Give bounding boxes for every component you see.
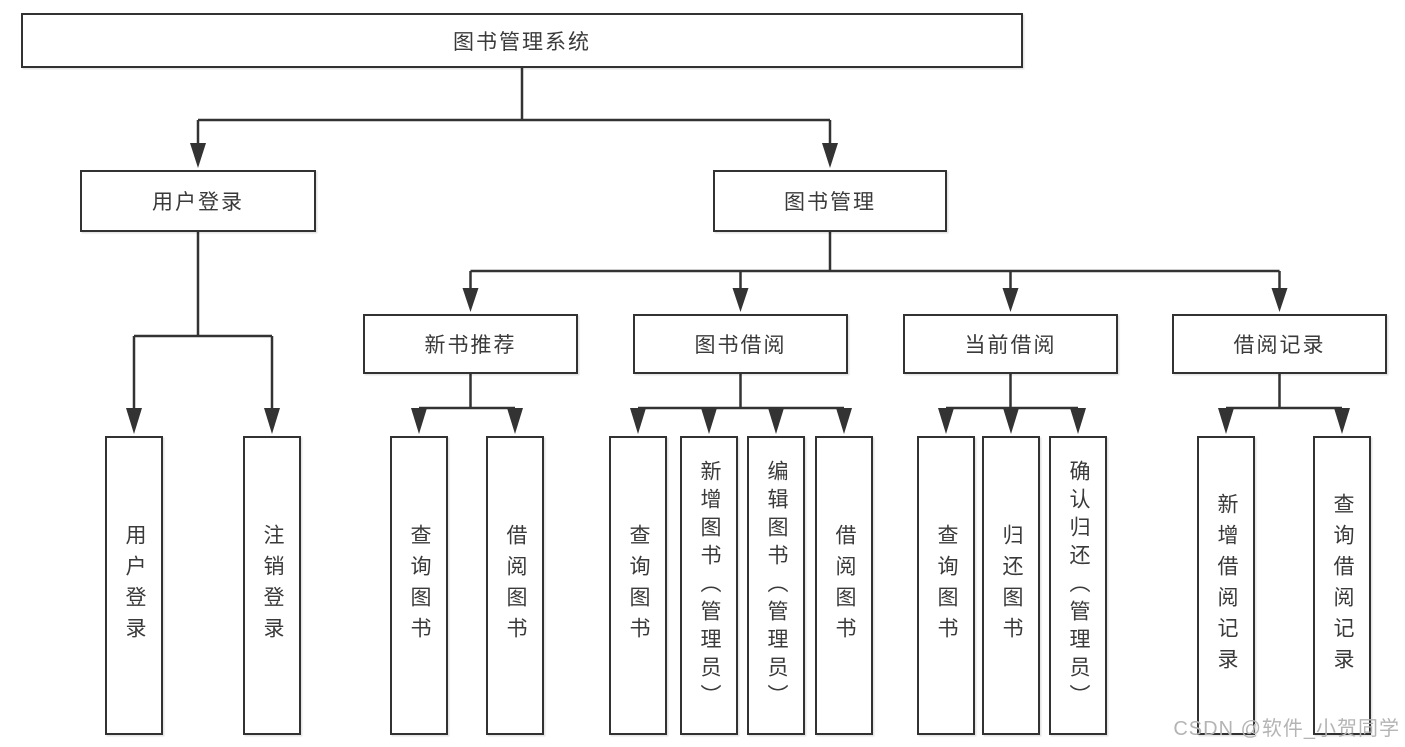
node-book-management: 图书管理 bbox=[713, 170, 947, 232]
node-query-books-recommend: 查询图书 bbox=[390, 436, 448, 735]
node-book-borrowing: 图书借阅 bbox=[633, 314, 848, 374]
node-borrow-books-borrowing: 借阅图书 bbox=[815, 436, 873, 735]
node-logout-leaf: 注销登录 bbox=[243, 436, 301, 735]
node-borrow-books-recommend: 借阅图书 bbox=[486, 436, 544, 735]
csdn-watermark: CSDN @软件_小贺同学 bbox=[1173, 718, 1400, 740]
node-user-login-leaf: 用户登录 bbox=[105, 436, 163, 735]
node-query-borrow-record: 查询借阅记录 bbox=[1313, 436, 1371, 735]
node-query-books-borrowing: 查询图书 bbox=[609, 436, 667, 735]
node-library-management-system: 图书管理系统 bbox=[21, 13, 1023, 68]
node-borrowing-records: 借阅记录 bbox=[1172, 314, 1387, 374]
node-add-borrow-record: 新增借阅记录 bbox=[1197, 436, 1255, 735]
node-user-login: 用户登录 bbox=[80, 170, 316, 232]
node-confirm-return-admin: 确认归还（管理员） bbox=[1049, 436, 1107, 735]
node-query-books-current: 查询图书 bbox=[917, 436, 975, 735]
node-edit-book-admin: 编辑图书（管理员） bbox=[747, 436, 805, 735]
node-return-book: 归还图书 bbox=[982, 436, 1040, 735]
node-current-borrowing: 当前借阅 bbox=[903, 314, 1118, 374]
node-add-book-admin: 新增图书（管理员） bbox=[680, 436, 738, 735]
node-new-book-recommendation: 新书推荐 bbox=[363, 314, 578, 374]
